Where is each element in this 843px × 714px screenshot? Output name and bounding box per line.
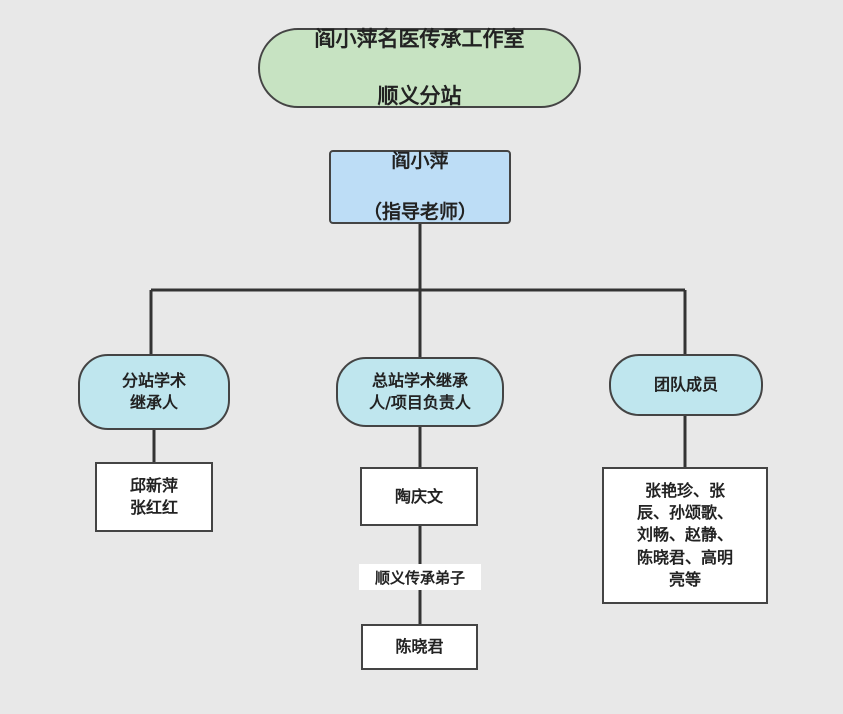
leaf-node-main-members: 陶庆文 [360, 467, 478, 526]
leaf-node-team-list: 张艳珍、张 辰、孙颂歌、 刘畅、赵静、 陈晓君、高明 亮等 [602, 467, 768, 604]
branch-node-substation-successor: 分站学术 继承人 [78, 354, 230, 430]
edge-label-disciple: 顺义传承弟子 [359, 564, 481, 590]
title-line-2: 顺义分站 [377, 84, 462, 109]
diagram-title: 阎小萍名医传承工作室 顺义分站 [258, 27, 581, 109]
title-line-1: 阎小萍名医传承工作室 [314, 27, 525, 52]
root-name: 阎小萍 [391, 149, 449, 172]
root-node-mentor: 阎小萍 （指导老师） [329, 150, 511, 224]
leaf-node-substation-members: 邱新萍 张红红 [95, 462, 213, 532]
branch-node-team-members: 团队成员 [609, 354, 763, 416]
branch-node-main-successor: 总站学术继承 人/项目负责人 [336, 357, 504, 427]
leaf-node-disciple: 陈晓君 [361, 624, 478, 670]
root-role: （指导老师） [362, 200, 477, 223]
